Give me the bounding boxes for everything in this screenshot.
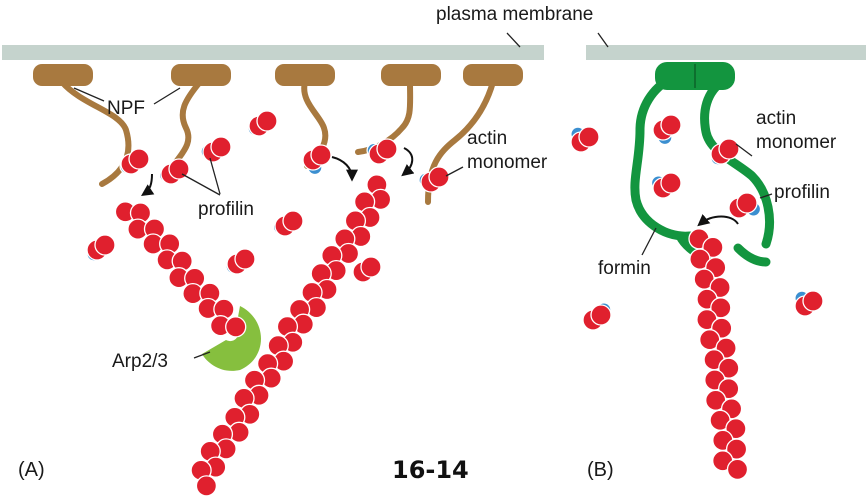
actin-filaments <box>114 174 749 496</box>
free-actin-b-2 <box>652 114 682 146</box>
free-actin-b-5 <box>582 302 612 331</box>
plasma-membrane-label: plasma membrane <box>436 4 593 25</box>
actin-monomer-label-b-line1: actin <box>756 108 796 129</box>
actin-monomer-lobe <box>718 138 740 160</box>
monomers <box>86 110 824 331</box>
actin-subunit <box>195 475 218 496</box>
profilin-label-b: profilin <box>774 182 830 203</box>
actin-subunit <box>726 458 749 481</box>
actin-monomer-lobe <box>234 248 256 270</box>
arrow-profilin-to-filament-1 <box>141 173 155 196</box>
actin-monomer-lobe <box>590 304 612 326</box>
actin-filament-b <box>688 228 749 481</box>
npf-proteins <box>33 64 523 86</box>
profilin-actin-1 <box>119 148 150 175</box>
profilin-actin-3 <box>200 136 232 163</box>
free-actin-2 <box>272 210 304 237</box>
panel-a-label: (A) <box>18 459 45 481</box>
plasma-membrane-b <box>586 45 866 60</box>
arp23-complex <box>202 306 261 371</box>
actin-monomer-lobe <box>660 114 682 136</box>
arrow-profilin-to-filament-3 <box>401 147 415 177</box>
actin-monomer-lobe <box>94 234 116 256</box>
actin-filament-a-mother <box>114 201 247 338</box>
actin-monomer-lobe <box>210 136 232 158</box>
profilin-actin-4 <box>302 144 332 176</box>
actin-monomer-label-a-line1: actin <box>467 128 507 149</box>
arrow-formin-profilin <box>697 214 739 227</box>
free-actin-1 <box>247 110 278 137</box>
actin-monomer-lobe <box>256 110 278 132</box>
actin-filament-a-branch <box>190 174 392 496</box>
actin-monomer-lobe <box>310 144 332 166</box>
profilin-actin-5 <box>366 138 398 165</box>
free-actin-b-4 <box>650 172 682 199</box>
actin-monomer-lobe <box>360 256 382 278</box>
actin-monomer-lobe <box>736 192 758 214</box>
actin-monomer-lobe <box>802 290 824 312</box>
actin-monomer-label-a-line2: monomer <box>467 152 548 173</box>
free-actin-b-3 <box>710 138 740 166</box>
actin-monomer-lobe <box>376 138 398 160</box>
actin-monomer-lobe <box>128 148 150 170</box>
free-actin-b-6 <box>794 290 824 317</box>
actin-monomer-lobe <box>578 126 600 148</box>
npf-label: NPF <box>107 98 145 119</box>
profilin-actin-6 <box>418 166 450 193</box>
leader-lines <box>73 32 773 359</box>
profilin-actin-2 <box>158 158 190 185</box>
panel-b-label: (B) <box>587 459 614 481</box>
free-actin-b-1 <box>570 126 600 153</box>
free-actin-4 <box>225 248 256 275</box>
formin-label: formin <box>598 258 651 279</box>
actin-monomer-lobe <box>168 158 190 180</box>
actin-monomer-lobe <box>428 166 450 188</box>
figure-number: 16-14 <box>392 456 469 484</box>
free-actin-3 <box>86 234 116 262</box>
actin-monomer-lobe <box>660 172 682 194</box>
profilin-label-a: profilin <box>198 199 254 220</box>
actin-monomer-label-b-line2: monomer <box>756 132 837 153</box>
plasma-membrane-a <box>2 45 544 60</box>
actin-monomer-lobe <box>282 210 304 232</box>
profilin-actin-b <box>728 192 762 219</box>
free-actin-5 <box>352 256 382 283</box>
arrows <box>141 147 739 227</box>
arp23-label: Arp2/3 <box>112 351 168 372</box>
arrow-profilin-to-filament-2 <box>331 156 358 182</box>
actin-subunit <box>225 316 247 338</box>
